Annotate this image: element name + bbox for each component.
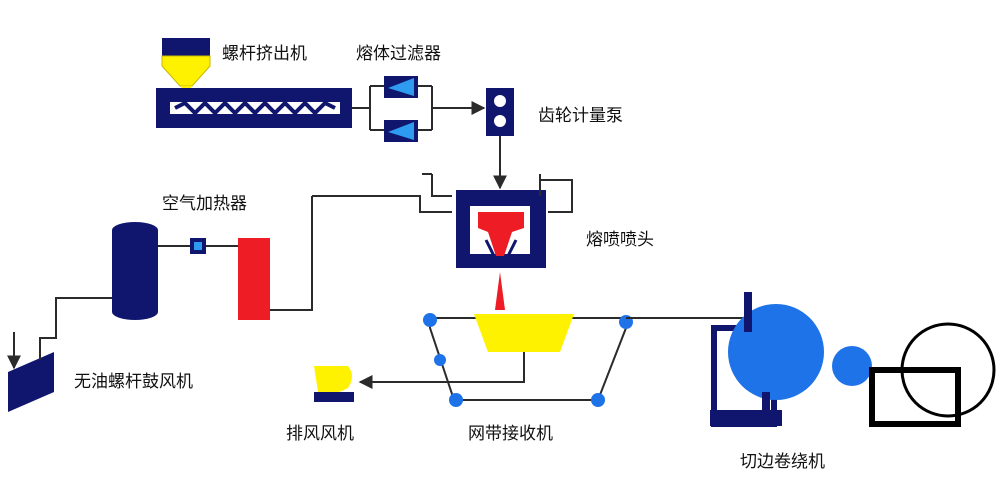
air-tank — [112, 222, 158, 320]
label-belt-collector: 网带接收机 — [468, 424, 553, 444]
label-blower: 无油螺杆鼓风机 — [74, 372, 193, 392]
label-gear-pump: 齿轮计量泵 — [538, 106, 623, 126]
extruder-hopper — [161, 38, 211, 94]
label-exhaust-fan: 排风风机 — [286, 424, 354, 444]
winder — [710, 292, 996, 427]
exhaust-fan — [314, 366, 354, 402]
belt-collector — [423, 313, 633, 407]
die-head — [456, 190, 546, 268]
suction-to-exhaust-line — [358, 352, 525, 389]
blower-to-tank-line — [39, 297, 112, 360]
air-heater — [190, 196, 313, 320]
extruder-barrel — [156, 88, 352, 128]
blower — [7, 332, 54, 412]
label-extruder: 螺杆挤出机 — [222, 44, 307, 64]
gear-pump — [486, 88, 514, 136]
fiber-stream — [495, 272, 505, 310]
melt-filter — [352, 76, 433, 142]
label-melt-filter: 熔体过滤器 — [356, 44, 441, 64]
hot-air-lines — [312, 173, 573, 213]
label-die-head: 熔喷喷头 — [586, 230, 654, 250]
label-winder: 切边卷绕机 — [740, 452, 825, 472]
label-air-heater: 空气加热器 — [162, 194, 247, 214]
